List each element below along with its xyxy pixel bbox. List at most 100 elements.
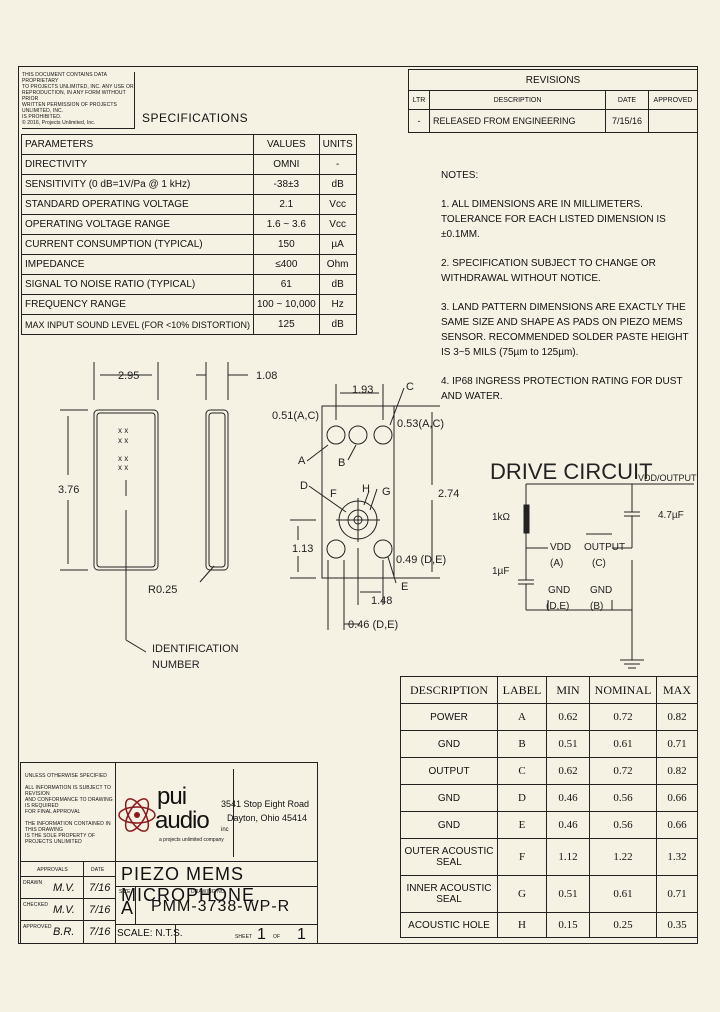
pad-max: 0.66: [656, 784, 698, 812]
vdd-output-label: VDD/OUTPUT: [638, 473, 697, 483]
divider: [135, 886, 136, 924]
dim-pad-de-bottom: 0.46 (D,E): [348, 619, 398, 631]
pad-label: A: [497, 703, 547, 731]
pad-desc: OUTER ACOUSTIC SEAL: [400, 838, 498, 876]
disclaimer-text: THE INFORMATION CONTAINED IN THIS DRAWIN…: [25, 821, 111, 833]
divider: [21, 898, 115, 899]
label-h: H: [362, 483, 370, 495]
pad-min: 0.51: [546, 875, 590, 913]
pad-nominal: 0.56: [589, 784, 657, 812]
gnd1-label: GND: [548, 585, 570, 596]
ident-label: IDENTIFICATION: [152, 643, 239, 655]
title-block: UNLESS OTHERWISE SPECIFIED ALL INFORMATI…: [20, 762, 318, 944]
pad-b: [348, 425, 368, 445]
pad-min: 0.15: [546, 912, 590, 938]
resistor-label: 1kΩ: [492, 512, 511, 523]
label-e: E: [401, 581, 408, 593]
revisions-table: REVISIONS LTR DESCRIPTION DATE APPROVED …: [408, 69, 698, 133]
pad-nominal: 0.56: [589, 811, 657, 839]
cap1-label: 4.7µF: [658, 510, 684, 521]
label-b: B: [338, 457, 345, 469]
disclaimer-text: IS THE SOLE PROPERTY OF PROJECTS UNLIMIT…: [25, 833, 96, 845]
label-a: A: [298, 455, 306, 467]
drawing-no-label: DRAWING NO.: [191, 889, 227, 895]
table-header-row: PARAMETERS VALUES UNITS: [21, 134, 357, 155]
dim-pad-de-right: 0.49 (D,E): [396, 554, 446, 566]
pad-label: H: [497, 912, 547, 938]
pad-desc: INNER ACOUSTIC SEAL: [400, 875, 498, 913]
checked-label: CHECKED: [23, 902, 49, 908]
disclaimer-text: FOR FINAL APPROVAL: [25, 809, 81, 815]
divider: [115, 886, 317, 887]
confidentiality-notice: THIS DOCUMENT CONTAINS DATA PROPRIETARY …: [22, 72, 135, 129]
note-item: 2. SPECIFICATION SUBJECT TO CHANGE OR WI…: [441, 258, 656, 284]
pad-a: [326, 425, 346, 445]
approved-label: APPROVED: [23, 924, 52, 930]
label-d: D: [300, 480, 308, 492]
dim-148: 1.48: [371, 595, 392, 607]
disclaimer-block: UNLESS OTHERWISE SPECIFIED ALL INFORMATI…: [21, 763, 116, 861]
pad-e: [373, 539, 393, 559]
dim-pad-h: 2.74: [438, 488, 459, 500]
gnd2-label: GND: [590, 585, 612, 596]
ident-label: NUMBER: [152, 659, 200, 671]
dim-pad-ac-right: 0.53(A,C): [397, 418, 444, 430]
date-label: DATE: [91, 867, 105, 873]
pad-nominal: 0.72: [589, 703, 657, 731]
approved-by: B.R.: [53, 926, 75, 938]
drawn-label: DRAWN: [23, 880, 43, 886]
notes-title: NOTES:: [441, 170, 479, 181]
pad-max: 0.71: [656, 875, 698, 913]
param-unit: Ohm: [318, 254, 357, 275]
ident-mark: x x: [118, 463, 128, 472]
scale: SCALE: N.T.S.: [117, 928, 183, 939]
cap2-label: 1µF: [492, 566, 509, 577]
pad-min: 1.12: [546, 838, 590, 876]
logo-tagline: a projects unlimited company: [159, 837, 224, 843]
mic-side-view: [205, 409, 229, 571]
ident-mark: x x: [118, 426, 128, 435]
logo-inc: inc: [221, 827, 229, 833]
product-title: PIEZO MEMS MICROPHONE: [121, 864, 256, 905]
checked-date: 7/16: [89, 904, 111, 916]
pad-min: 0.46: [546, 784, 590, 812]
pad-max: 0.35: [656, 912, 698, 938]
pad-max: 0.82: [656, 703, 698, 731]
pad-label: C: [497, 757, 547, 785]
divider: [175, 924, 176, 944]
note-item: 4. IP68 INGRESS PROTECTION RATING FOR DU…: [441, 376, 683, 402]
of-label: OF: [273, 934, 281, 940]
divider: [115, 924, 317, 925]
pad-label: D: [497, 784, 547, 812]
drawn-by: M.V.: [53, 882, 75, 894]
table-header-row: LTR DESCRIPTION DATE APPROVED: [408, 90, 698, 110]
address-line: 3541 Stop Eight Road: [221, 799, 310, 809]
output-label: OUTPUT: [584, 542, 625, 553]
pad-min: 0.51: [546, 730, 590, 758]
param-name: MAX INPUT SOUND LEVEL (FOR <10% DISTORTI…: [21, 314, 254, 335]
header-min: MIN: [546, 676, 590, 704]
confidential-line: IS PROHIBITED.: [22, 114, 62, 120]
pad-max: 1.32: [656, 838, 698, 876]
pad-desc: POWER: [400, 703, 498, 731]
pad-desc: GND: [400, 730, 498, 758]
size-value: A: [121, 898, 134, 918]
label-f: F: [330, 488, 337, 500]
pad-max: 0.82: [656, 757, 698, 785]
atom-icon: [118, 798, 156, 832]
pad-nominal: 0.61: [589, 730, 657, 758]
pad-min: 0.62: [546, 703, 590, 731]
table-row: MAX INPUT SOUND LEVEL (FOR <10% DISTORTI…: [21, 314, 357, 335]
pad-desc: GND: [400, 811, 498, 839]
table-header-row: DESCRIPTION LABEL MIN NOMINAL MAX: [400, 676, 698, 704]
drawn-date: 7/16: [89, 882, 111, 894]
specifications-title: SPECIFICATIONS: [142, 111, 249, 125]
param-unit: Vcc: [318, 194, 357, 215]
